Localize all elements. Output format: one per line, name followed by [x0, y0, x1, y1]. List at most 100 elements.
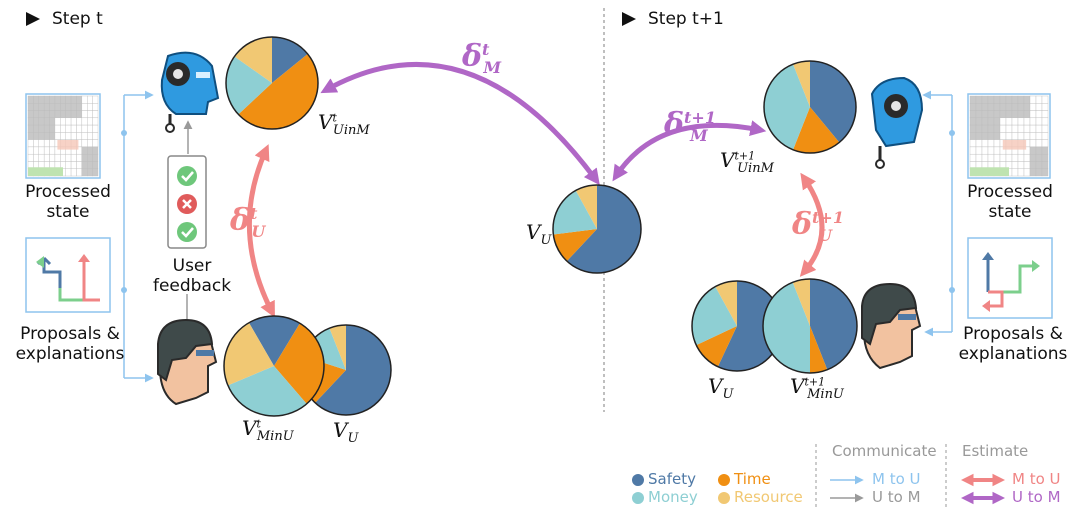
grid-cell [1029, 139, 1037, 148]
grid-cell [70, 95, 77, 104]
grid-cell [27, 103, 34, 111]
pie-v-u-t1 [691, 280, 783, 372]
grid-cell [1017, 124, 1025, 133]
grid-cell [43, 124, 50, 133]
grid-cell [76, 153, 83, 162]
user-head-icon [861, 282, 922, 370]
grid-cell [81, 139, 88, 148]
grid-cell [70, 168, 77, 177]
grid-cell [1041, 124, 1049, 133]
proposals-label: Proposals & explanations [15, 324, 125, 364]
grid-cell [38, 110, 45, 119]
legend-time-dot [718, 474, 730, 486]
grid-cell [65, 117, 72, 126]
pie-outline [552, 184, 642, 274]
grid-cell [1041, 110, 1049, 119]
pie-outline [225, 36, 319, 130]
grid-cell [1023, 117, 1031, 126]
pie-slice-safety [272, 37, 308, 83]
pie-slice-time [810, 326, 828, 373]
grid-cell [49, 146, 56, 155]
grid-cell [38, 117, 45, 126]
grid-cell [1023, 95, 1031, 104]
grid-cell [1023, 161, 1031, 169]
grid-cell [1011, 103, 1019, 111]
grid-cell [1017, 103, 1025, 111]
grid-cell [1017, 132, 1025, 140]
grid-cell [1041, 103, 1049, 111]
legend-safety-dot [632, 474, 644, 486]
pie-slice-money [552, 190, 597, 235]
grid-cell [993, 117, 1001, 126]
grid-cell [49, 153, 56, 162]
grid-cell [987, 117, 995, 126]
grid-cell [33, 146, 39, 155]
grid-cell [975, 146, 983, 155]
grid-cell [1017, 161, 1025, 169]
grid-cell [87, 117, 93, 126]
label-delta-u-t: δtU [230, 203, 266, 241]
grid-cell [92, 103, 99, 111]
grid-cell [993, 146, 1001, 155]
connector-dot [121, 287, 127, 293]
grid-cell [987, 103, 995, 111]
label-v-uinm-t1: Vt+1UinM [720, 148, 774, 176]
label-v-u-t: VU [333, 418, 359, 446]
legend-estimate-title: Estimate [962, 442, 1029, 460]
pie-slice-time [238, 53, 318, 129]
grid-cell [43, 132, 50, 140]
grid-cell [27, 146, 34, 155]
grid-cell [1029, 161, 1037, 169]
grid-cell [1029, 95, 1037, 104]
grid-cell [49, 139, 56, 148]
grid-cell [54, 153, 61, 162]
grid-cell [38, 103, 45, 111]
robot-head-icon [160, 51, 220, 133]
grid-cell [993, 153, 1001, 162]
grid-cell [1011, 124, 1019, 133]
label-v-minu-t: VtMinU [242, 416, 294, 444]
grid-cell [969, 132, 977, 140]
pie-slice-safety [717, 281, 782, 371]
grid-cell [975, 124, 983, 133]
grid-cell [1017, 153, 1025, 162]
grid-cell [1023, 153, 1031, 162]
grid-cell [993, 124, 1001, 133]
grid-cell [70, 153, 77, 162]
grid-cell [38, 95, 45, 104]
grid-cell [1005, 103, 1013, 111]
grid-cell [1005, 110, 1013, 119]
grid-cell [70, 132, 77, 140]
processed-state-label: Processed state [25, 182, 111, 222]
legend-resource: Resource [734, 488, 803, 506]
label-v-u-t1: VU [708, 374, 734, 402]
legend-comm-m-to-u: M to U [872, 470, 921, 488]
grid-cell [1041, 168, 1049, 177]
grid-cell [999, 117, 1007, 126]
grid-cell [1029, 103, 1037, 111]
grid-cell [70, 161, 77, 169]
grid-cell [1035, 117, 1043, 126]
pie-v-minu-t1 [762, 278, 858, 374]
grid-cell [38, 153, 45, 162]
grid-cell [92, 110, 99, 119]
label-delta-m-t: δtM [462, 39, 502, 77]
grid-cell [43, 117, 50, 126]
pie-v-minu-t [223, 315, 325, 417]
grid-cell [981, 139, 989, 148]
grid-cell [87, 124, 93, 133]
legend-time: Time [734, 470, 771, 488]
grid-cell [1023, 110, 1031, 119]
grid-cell [43, 139, 50, 148]
step-t1-label: Step t+1 [648, 9, 724, 29]
grid-cell [987, 124, 995, 133]
grid-cell [33, 153, 39, 162]
grid-cell [975, 95, 983, 104]
grid-cell [1035, 103, 1043, 111]
grid-cell [81, 124, 88, 133]
grid-cell [76, 124, 83, 133]
grid-cell [81, 103, 88, 111]
grid-cell [987, 153, 995, 162]
pie-slice-money [763, 282, 810, 373]
grid-cell [33, 124, 39, 133]
